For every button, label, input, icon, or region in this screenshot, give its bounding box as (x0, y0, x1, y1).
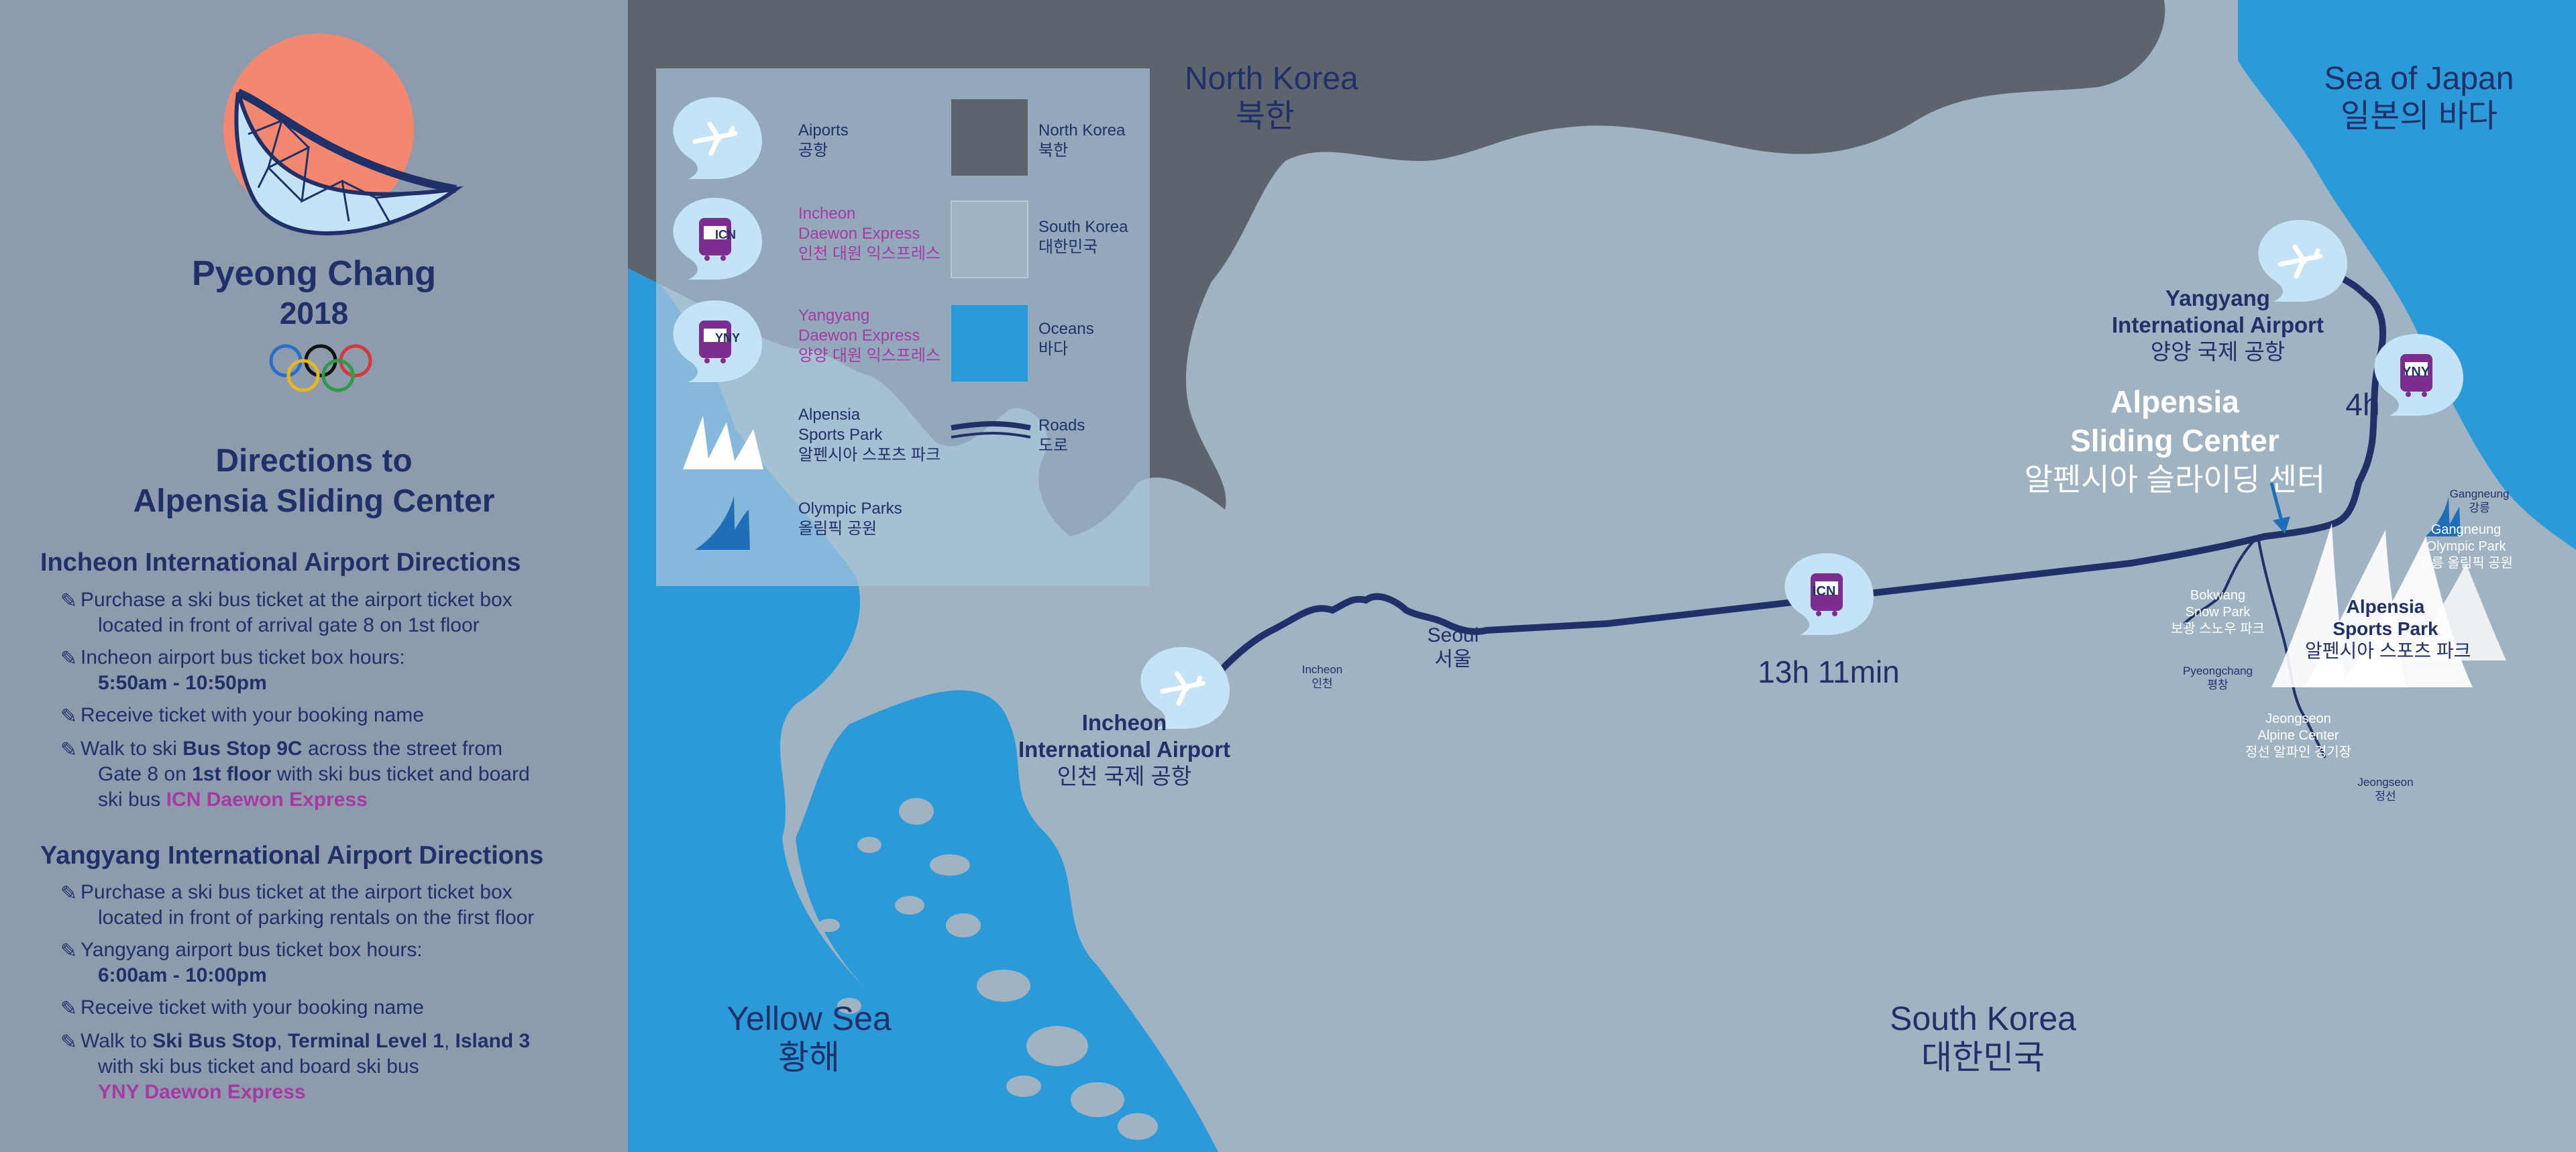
legend-south-korea-swatch (951, 200, 1028, 278)
icn-express-label: ICN Daewon Express (166, 789, 368, 811)
bullet-icon: ✎ (60, 705, 78, 728)
incheon-directions-heading: Incheon International Airport Directions (40, 549, 521, 577)
directions-sidebar: Pyeong Chang 2018 Directions to Alpensia… (0, 0, 628, 1152)
incheon-step-1: ✎ Purchase a ski bus ticket at the airpo… (60, 589, 513, 636)
yny-express-label: YNY Daewon Express (98, 1081, 306, 1103)
legend-road-swatch (951, 421, 1031, 430)
bullet-icon: ✎ (60, 882, 78, 905)
olympic-rings-icon (269, 344, 372, 392)
map-canvas (628, 0, 2576, 1152)
yangyang-step-4: ✎ Walk to Ski Bus Stop, Terminal Level 1… (60, 1029, 590, 1105)
legend-alpensia-icon (683, 416, 763, 469)
gangneung-olympic-park-icon (2426, 496, 2461, 536)
map-yny-badge: YNY (2402, 365, 2430, 380)
legend-olympic-park-icon (695, 496, 750, 550)
yangyang-step-2: ✎ Yangyang airport bus ticket box hours:… (60, 939, 423, 986)
bullet-icon: ✎ (60, 940, 78, 962)
incheon-step-3: ✎ Receive ticket with your booking name (60, 703, 590, 728)
bullet-icon: ✎ (60, 998, 78, 1020)
yangyang-directions-heading: Yangyang International Airport Direction… (40, 842, 544, 870)
incheon-step-4: ✎ Walk to ski Bus Stop 9C across the str… (60, 738, 530, 811)
directions-title: Directions to (215, 443, 413, 479)
pyeongchang-logo (223, 34, 464, 235)
icn-travel-time: 13h 11min (1758, 654, 1900, 689)
legend-north-korea-swatch (951, 99, 1028, 176)
alpensia-sports-park-icon (2271, 523, 2506, 687)
west-coast-islands (818, 582, 1158, 1140)
bullet-icon: ✎ (60, 739, 78, 761)
map-icn-badge: ICN (1813, 584, 1836, 599)
brand-title: Pyeong Chang (191, 254, 437, 293)
directions-subtitle: Alpensia Sliding Center (133, 483, 495, 519)
incheon-step-2: ✎ Incheon airport bus ticket box hours:5… (60, 646, 405, 694)
sliding-center-arrow-icon (2273, 516, 2290, 534)
yny-travel-time: 4h (2345, 387, 2380, 422)
legend-icn-badge: ICN (715, 228, 736, 241)
brand-year: 2018 (279, 296, 349, 331)
road-incheon-alpensia (1188, 533, 2268, 707)
bullet-icon: ✎ (60, 590, 78, 612)
legend-yny-badge: YNY (715, 331, 741, 345)
bullet-icon: ✎ (60, 1031, 78, 1053)
bullet-icon: ✎ (60, 648, 78, 670)
road-yangyang-alpensia (2261, 272, 2386, 540)
yangyang-step-1: ✎ Purchase a ski bus ticket at the airpo… (60, 881, 535, 929)
legend-ocean-swatch (951, 305, 1028, 382)
sea-of-japan-water (2238, 0, 2576, 550)
yangyang-step-3: ✎ Receive ticket with your booking name (60, 995, 590, 1021)
